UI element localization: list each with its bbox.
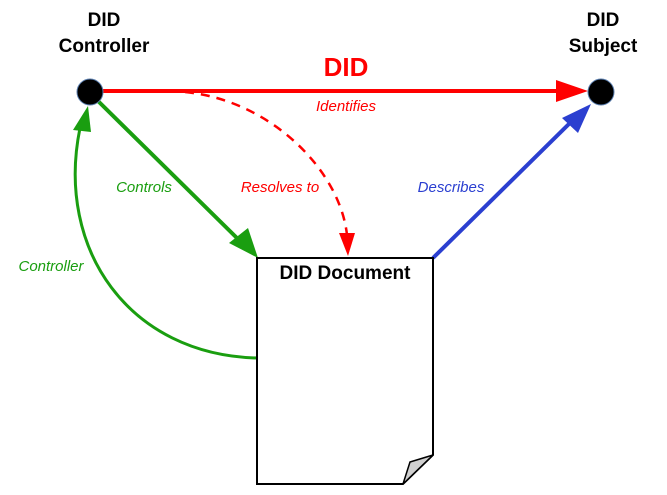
controls-label: Controls [116,179,172,196]
resolves-to-arrowhead [339,233,355,256]
did-document-title: DID Document [279,263,411,284]
controller-edge-label: Controller [18,258,84,275]
identifies-label: Identifies [315,98,377,115]
did-subject-node[interactable] [587,78,615,106]
controller-arrow [73,127,258,360]
did-document-node[interactable] [256,257,434,485]
did-controller-label-line1: DID [87,10,121,31]
controller-arrowhead [73,106,91,132]
did-subject-label-line1: DID [586,10,620,31]
did-edge-title: DID [323,52,369,82]
did-controller-label-line2: Controller [58,36,150,57]
page-fold-icon [402,454,434,485]
resolves-to-label: Resolves to [240,179,320,196]
describes-arrowhead [562,104,591,133]
did-subject-label-line2: Subject [568,36,638,57]
controls-arrow [96,99,244,245]
controls-arrowhead [229,228,258,258]
did-arrowhead [556,80,588,102]
describes-arrow [431,116,577,260]
describes-label: Describes [417,179,485,196]
did-subject-label: DID Subject [569,8,638,60]
did-controller-node[interactable] [76,78,104,106]
did-controller-label: DID Controller [59,8,150,60]
